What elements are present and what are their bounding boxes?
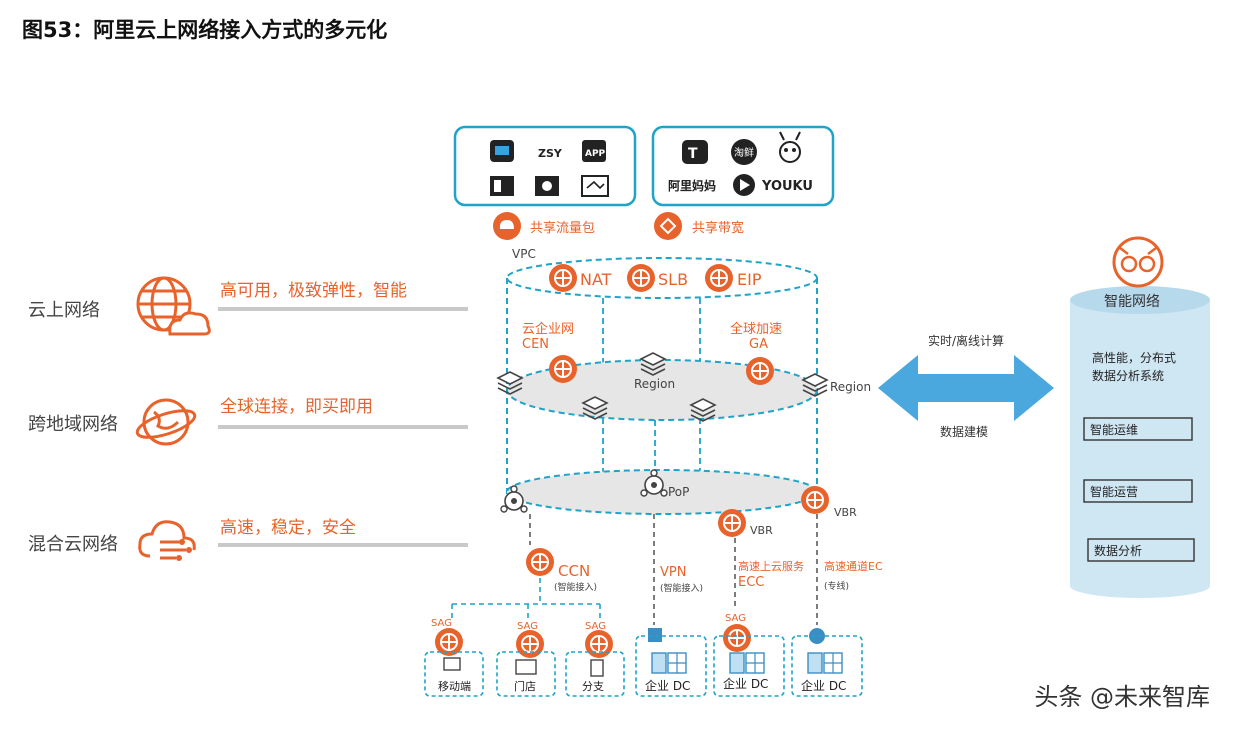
vpn-sub: (智能接入) xyxy=(660,582,703,594)
hybrid-cloud-icon xyxy=(134,512,200,570)
brain-btn-operation: 智能运营 xyxy=(1090,484,1138,499)
endpoint-dc-1-label: 企业 DC xyxy=(645,678,690,693)
ecc-abbr: ECC xyxy=(738,575,764,590)
ga-abbr: GA xyxy=(749,337,768,352)
row-desc-hybrid-cloud: 高速，稳定，安全 xyxy=(220,518,356,538)
pop-label: PoP xyxy=(668,485,689,499)
ga-label: 全球加速 xyxy=(730,321,782,337)
svg-text:APP: APP xyxy=(585,149,606,159)
endpoint-box-dc-2 xyxy=(713,635,785,697)
shared-bandwidth-label: 共享带宽 xyxy=(692,220,744,236)
brain-desc-line1: 高性能，分布式 xyxy=(1092,350,1176,365)
brain-btn-analysis: 数据分析 xyxy=(1094,543,1142,558)
region-label-right: Region xyxy=(830,380,871,394)
endpoint-branch-label: 分支 xyxy=(582,680,604,693)
vpn-label: VPN xyxy=(660,565,686,580)
endpoint-box-dc-3 xyxy=(791,635,863,697)
globe-ring-icon xyxy=(134,392,200,456)
endpoint-dc-2-label: 企业 DC xyxy=(723,676,768,691)
nat-label: NAT xyxy=(580,270,612,289)
vbr-label-center: VBR xyxy=(750,524,773,537)
ccn-label: CCN xyxy=(558,562,590,580)
brain-desc-line2: 数据分析系统 xyxy=(1092,368,1164,383)
region-label-center: Region xyxy=(634,377,675,391)
endpoint-box-branch xyxy=(565,651,625,697)
eip-label: EIP xyxy=(737,270,762,289)
watermark: 头条 @未来智库 xyxy=(1034,683,1210,711)
row-label-cross-region: 跨地域网络 xyxy=(28,414,118,435)
divider-line xyxy=(218,543,468,547)
vpc-label: VPC xyxy=(512,247,536,261)
endpoint-box-dc-1 xyxy=(635,635,707,697)
sag-label-2: SAG xyxy=(517,621,538,632)
row-label-hybrid-cloud: 混合云网络 xyxy=(28,534,118,555)
arrow-bottom-label: 数据建模 xyxy=(940,424,988,439)
globe-cloud-icon xyxy=(134,274,214,344)
svg-text:ZSY: ZSY xyxy=(538,147,563,160)
endpoint-box-mobile xyxy=(424,651,484,697)
endpoint-mobile-label: 移动端 xyxy=(438,680,471,693)
svg-text:T: T xyxy=(688,146,698,162)
divider-line xyxy=(218,307,468,311)
sag-label-1: SAG xyxy=(431,618,452,629)
brand-alimama: 阿里妈妈 xyxy=(668,178,716,193)
brain-btn-ops: 智能运维 xyxy=(1090,422,1138,437)
arrow-top-label: 实时/离线计算 xyxy=(928,333,1004,348)
ecc-label: 高速上云服务 xyxy=(738,559,804,573)
ccn-sub: (智能接入) xyxy=(554,581,597,593)
ec-label: 高速通道EC xyxy=(824,559,883,573)
cen-abbr: CEN xyxy=(522,337,549,352)
endpoint-store-label: 门店 xyxy=(514,679,536,693)
owl-logo-icon xyxy=(1112,236,1164,288)
brain-cylinder-top xyxy=(1070,286,1210,314)
row-desc-cross-region: 全球连接，即买即用 xyxy=(220,397,373,417)
double-arrow xyxy=(878,355,1054,421)
cen-label: 云企业网 xyxy=(522,321,574,337)
vbr-label-right: VBR xyxy=(834,506,857,519)
figure-title: 图53：阿里云上网络接入方式的多元化 xyxy=(22,18,388,42)
slb-label: SLB xyxy=(658,270,688,289)
endpoint-box-store xyxy=(496,651,556,697)
divider-line xyxy=(218,425,468,429)
shared-traffic-pack-label: 共享流量包 xyxy=(530,220,595,236)
row-label-cloud-network: 云上网络 xyxy=(28,300,100,321)
endpoint-dc-3-label: 企业 DC xyxy=(801,678,846,693)
brain-title: 智能网络 xyxy=(1104,294,1160,310)
sag-label-4: SAG xyxy=(725,613,746,624)
row-desc-cloud-network: 高可用，极致弹性，智能 xyxy=(220,281,407,301)
ec-sub: (专线) xyxy=(824,580,849,592)
svg-text:淘鲜: 淘鲜 xyxy=(734,146,754,159)
brand-youku: YOUKU xyxy=(761,179,813,194)
sag-label-3: SAG xyxy=(585,621,606,632)
